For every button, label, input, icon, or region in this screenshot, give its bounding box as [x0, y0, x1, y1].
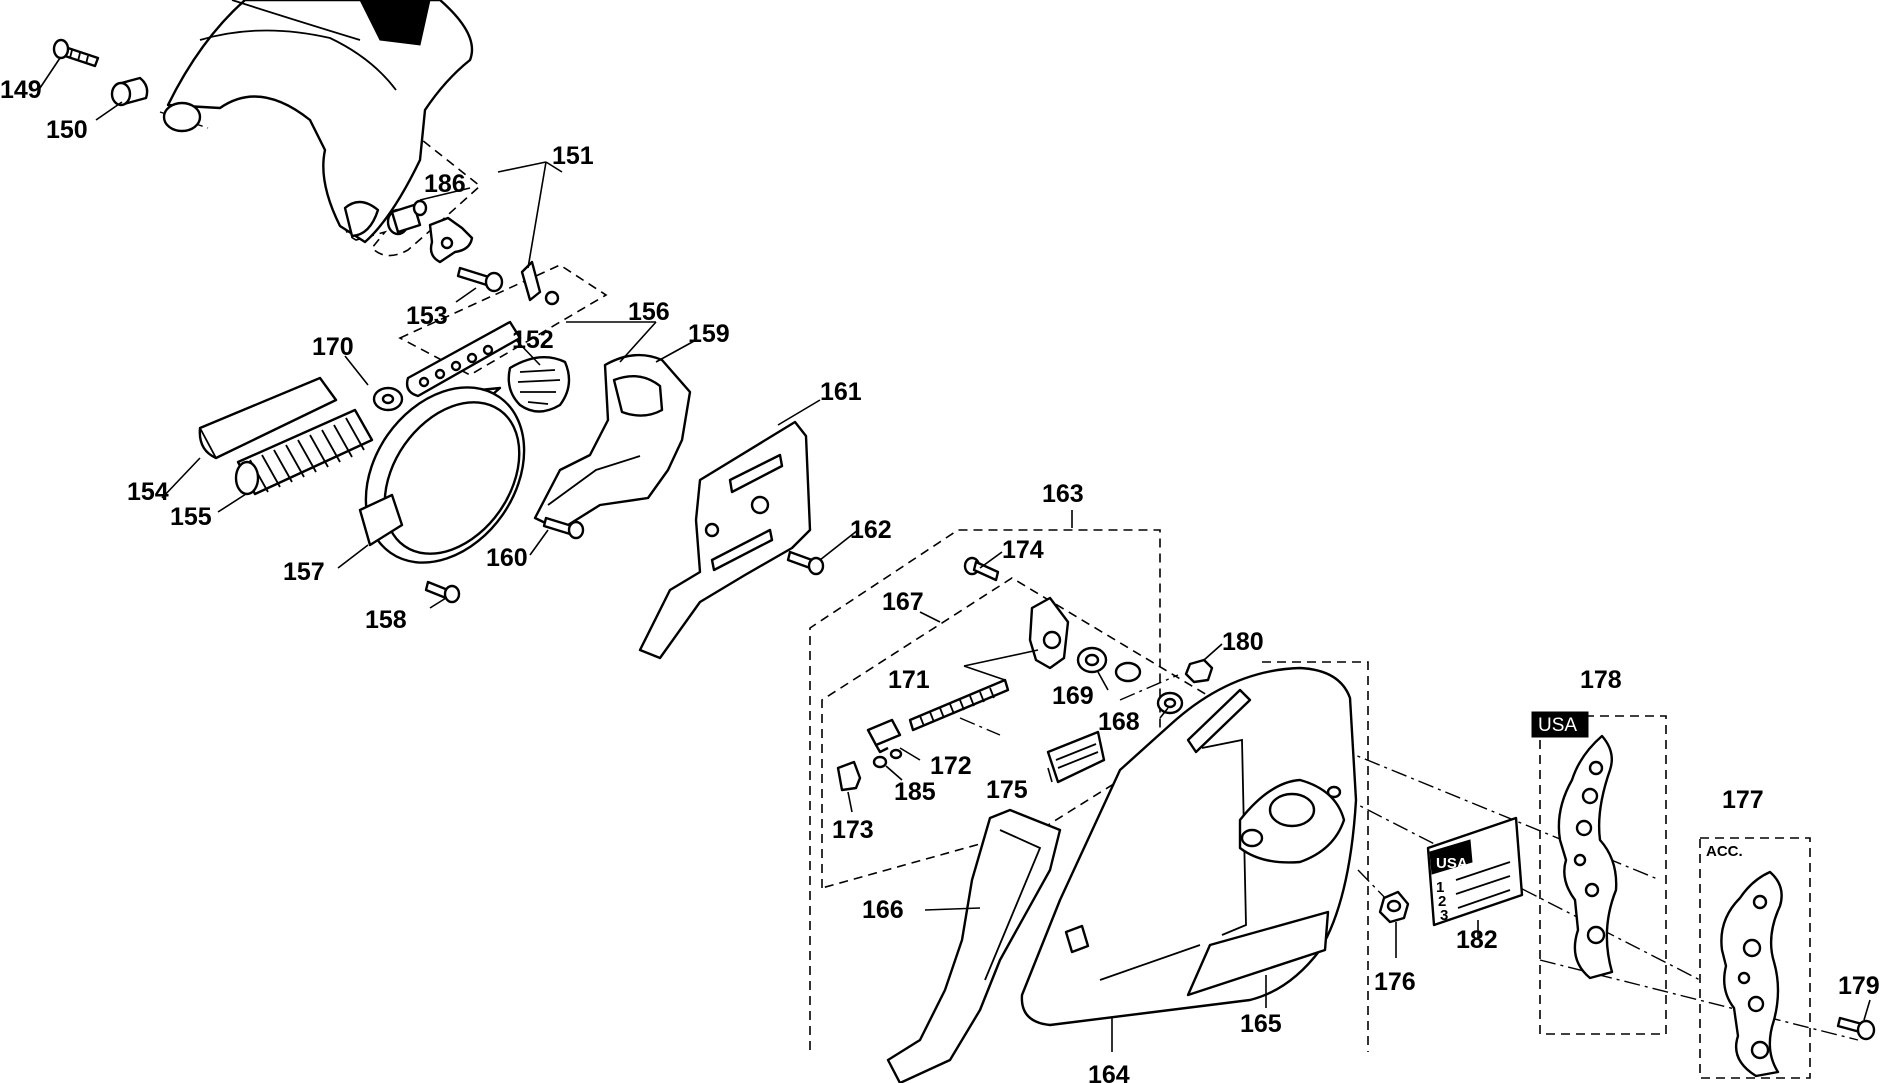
callout-157: 157	[283, 558, 325, 586]
side-plate-161	[638, 420, 812, 660]
brake-lever-151	[428, 216, 560, 306]
nut-180	[1184, 658, 1214, 684]
spring-155	[234, 408, 374, 496]
sticker-step-3: 3	[1440, 907, 1448, 924]
callout-163: 163	[1042, 480, 1084, 508]
callout-158: 158	[365, 606, 407, 634]
rod-154	[198, 376, 338, 460]
group-151-lower-frame	[398, 264, 608, 376]
callout-150: 150	[46, 116, 88, 144]
callout-labels: 149 150 151 152 153 154 155 156 157 158 …	[0, 76, 1880, 1083]
callout-149: 149	[0, 76, 42, 104]
callout-166: 166	[862, 896, 904, 924]
acc-annotation: ACC.	[1706, 843, 1743, 860]
callout-177: 177	[1722, 786, 1764, 814]
cover-frame	[1262, 661, 1369, 1052]
screw-179	[1836, 1016, 1876, 1041]
label-165	[1186, 910, 1330, 997]
callout-160: 160	[486, 544, 528, 572]
callout-179: 179	[1838, 972, 1880, 1000]
group-177-frame	[1699, 837, 1811, 1079]
usa-badge-text: USA	[1538, 715, 1577, 736]
usa-badge	[1531, 711, 1589, 738]
group-167-frame	[821, 577, 1234, 890]
callout-154: 154	[127, 478, 169, 506]
callout-164: 164	[1088, 1061, 1130, 1083]
callout-165: 165	[1240, 1010, 1282, 1038]
screw-160	[542, 516, 585, 540]
group-178-frame	[1539, 715, 1667, 1035]
sticker-182: USA 1 2 3	[1426, 816, 1524, 927]
callout-153: 153	[406, 302, 448, 330]
sleeve-150	[110, 76, 149, 107]
tensioner-bracket-171	[908, 596, 1070, 732]
callout-155: 155	[170, 503, 212, 531]
callout-174: 174	[1002, 536, 1044, 564]
spring-clip-156	[507, 356, 571, 413]
brake-band-157	[358, 386, 526, 564]
screw-158	[424, 580, 461, 604]
callout-159: 159	[688, 320, 730, 348]
rubber-pad-175	[1046, 730, 1106, 784]
callout-185: 185	[894, 778, 936, 806]
screw-174	[963, 556, 1000, 582]
callout-161: 161	[820, 378, 862, 406]
nut-173	[836, 760, 862, 792]
callout-152: 152	[512, 326, 554, 354]
sprocket-cover-164	[1020, 666, 1358, 1027]
callout-175: 175	[986, 776, 1028, 804]
sticker-step-1: 1	[1436, 879, 1444, 896]
nut-169	[1076, 646, 1142, 683]
callout-186: 186	[424, 170, 466, 198]
callout-151: 151	[552, 142, 594, 170]
tensioner-slider-172	[866, 718, 902, 754]
callout-169: 169	[1052, 682, 1094, 710]
callout-171: 171	[888, 666, 930, 694]
bumper-spike-178	[1557, 734, 1618, 980]
sticker-step-2: 2	[1438, 893, 1446, 910]
leader-lines	[39, 57, 1871, 1052]
screw-149	[52, 38, 100, 68]
sticker-usa-text: USA	[1436, 855, 1468, 872]
callout-176: 176	[1374, 968, 1416, 996]
washer-185	[872, 748, 903, 769]
screw-162	[786, 550, 825, 576]
callout-162: 162	[850, 516, 892, 544]
front-handle	[162, 0, 474, 244]
callout-178: 178	[1580, 666, 1622, 694]
callout-168: 168	[1098, 708, 1140, 736]
callout-180: 180	[1222, 628, 1264, 656]
callout-167: 167	[882, 588, 924, 616]
callout-172: 172	[930, 752, 972, 780]
callout-173: 173	[832, 816, 874, 844]
callout-156: 156	[628, 298, 670, 326]
callout-182: 182	[1456, 926, 1498, 954]
nut-168	[1156, 691, 1184, 715]
trim-166	[886, 808, 1062, 1083]
screw-153	[456, 266, 504, 293]
callout-170: 170	[312, 333, 354, 361]
bumper-spike-177	[1720, 870, 1783, 1078]
nut-176	[1378, 890, 1410, 924]
pin-186	[386, 199, 428, 236]
washer-170	[372, 386, 404, 412]
